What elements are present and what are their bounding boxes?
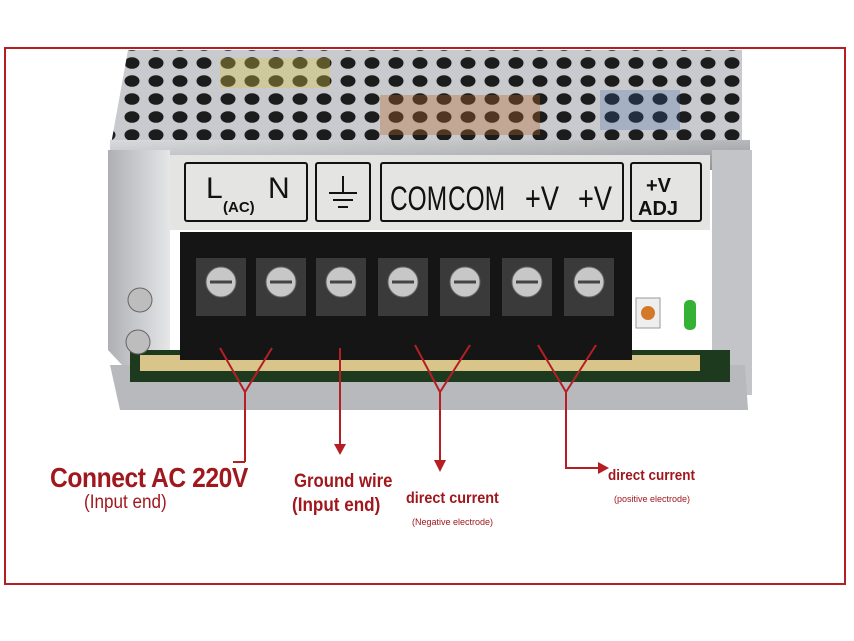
dc-positive-pointer-line (565, 392, 600, 469)
vent-grille (110, 50, 742, 150)
terminal-screw-6 (502, 258, 552, 316)
ground-wire-subtitle: (Input end) (292, 495, 381, 516)
ac-input-subtitle: (Input end) (84, 492, 167, 513)
arrowheads (334, 444, 609, 474)
label-com-2: COM (448, 180, 505, 218)
dc-negative-arrow-icon (434, 460, 446, 472)
label-com-1: COM (390, 180, 447, 218)
label-box-ground (315, 162, 371, 222)
chassis-left-side (108, 150, 170, 365)
chassis-right-side (712, 150, 752, 395)
label-neutral: N (268, 172, 290, 205)
ground-arrow-icon (334, 444, 346, 455)
dc-positive-subtitle: (positive electrode) (614, 494, 691, 504)
dc-positive-title: direct current (608, 467, 696, 484)
potentiometer-knob-icon (641, 306, 655, 320)
internal-capacitor (600, 90, 680, 130)
terminal-screw-5 (440, 258, 490, 316)
annotation-lines (219, 344, 600, 469)
label-adj-v: +V (646, 175, 672, 197)
terminal-screw-4 (378, 258, 428, 316)
label-plus-v-1: +V (525, 179, 559, 218)
chassis-screw-icon-2 (125, 329, 151, 355)
ground-icon (329, 176, 357, 208)
ground-wire-title: Ground wire (294, 471, 393, 492)
internal-component (220, 58, 330, 88)
status-led-icon (684, 300, 696, 330)
dc-positive-arrow-icon (598, 462, 609, 474)
terminal-screws (196, 258, 614, 316)
internal-transformer (380, 95, 540, 135)
terminal-screw-2 (256, 258, 306, 316)
terminal-screw-7 (564, 258, 614, 316)
dc-negative-subtitle: (Negative electrode) (412, 517, 494, 527)
label-box-adj (630, 162, 702, 222)
image-frame (4, 47, 846, 585)
label-box-dc (380, 162, 624, 222)
label-plus-v-2: +V (578, 179, 612, 218)
label-box-ac (184, 162, 308, 222)
terminal-screw-1 (196, 258, 246, 316)
label-line: L (206, 172, 223, 205)
label-ac: (AC) (223, 199, 255, 216)
dc-negative-title: direct current (406, 490, 499, 507)
chassis-screw-icon (127, 287, 153, 313)
ac-input-title: Connect AC 220V (50, 462, 248, 493)
label-adj: ADJ (638, 198, 678, 220)
label-plate (170, 155, 710, 230)
terminal-screw-3 (316, 258, 366, 316)
